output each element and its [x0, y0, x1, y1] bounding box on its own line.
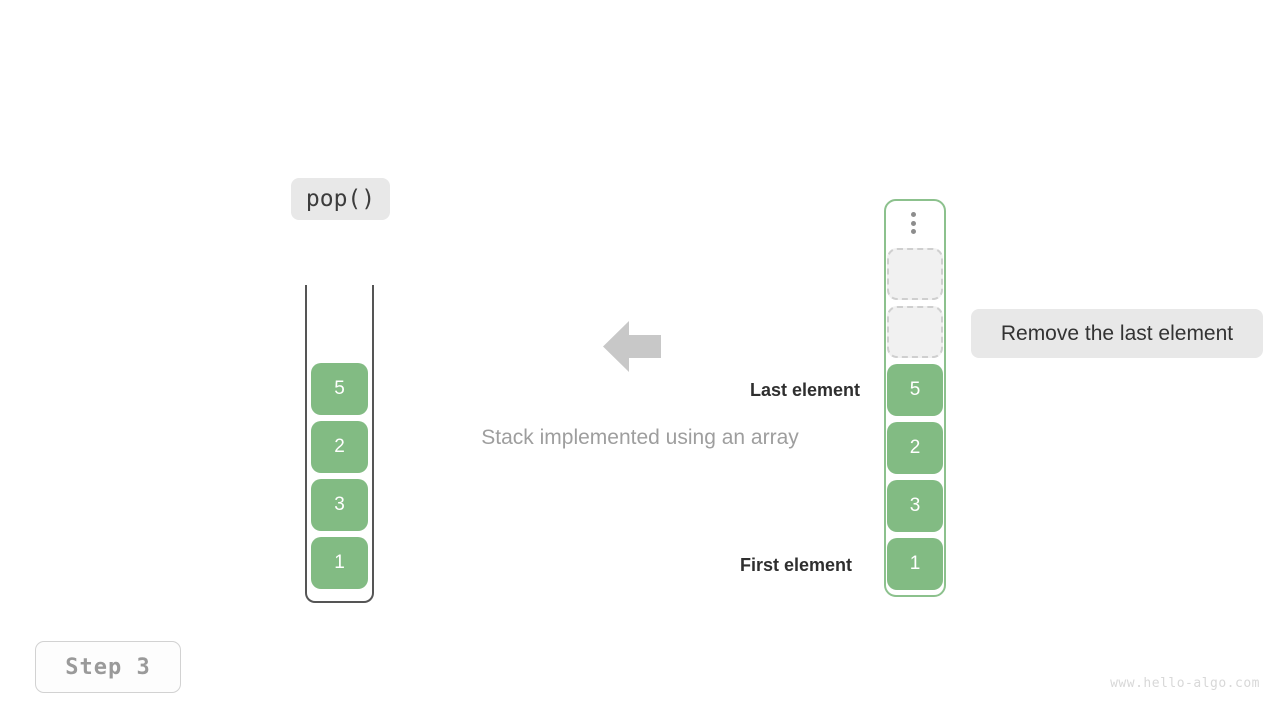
- array-cell-value: 1: [909, 553, 921, 574]
- stack-cell: 1: [311, 537, 368, 589]
- array-cell-value: 5: [909, 379, 921, 400]
- stack-cell-value: 5: [334, 378, 345, 399]
- array-cell: 3: [887, 480, 943, 532]
- diagram-caption: Stack implemented using an array: [481, 426, 799, 449]
- stack-cell-value: 2: [334, 436, 345, 457]
- ellipsis-dot: [910, 220, 916, 226]
- watermark: www.hello-algo.com: [1110, 676, 1260, 691]
- ellipsis-dot: [910, 229, 916, 234]
- ellipsis-dot: [910, 212, 916, 217]
- array-cell-list: 5 2 3 1: [887, 248, 943, 590]
- annotation-last-element: Last element: [749, 380, 860, 400]
- array-cell-empty: [887, 248, 943, 300]
- array-cell-empty: [887, 306, 943, 358]
- stack-cell-list: 5 2 3 1: [311, 363, 368, 589]
- step-badge-text: Step 3: [65, 654, 151, 680]
- stack-cell: 5: [311, 363, 368, 415]
- operation-label: pop(): [291, 178, 390, 220]
- array-cell: 5: [887, 364, 943, 416]
- stack-cell: 3: [311, 479, 368, 531]
- annotation-first-element: First element: [739, 555, 852, 575]
- note-label: Remove the last element: [971, 309, 1263, 358]
- operation-label-text: pop(): [305, 186, 376, 212]
- note-label-text: Remove the last element: [1000, 321, 1234, 345]
- arrow-left-icon: [603, 321, 661, 372]
- vertical-ellipsis-icon: [909, 212, 917, 234]
- array-cell: 1: [887, 538, 943, 590]
- array-cell: 2: [887, 422, 943, 474]
- stack-cell-value: 3: [334, 494, 345, 515]
- stack-cell: 2: [311, 421, 368, 473]
- stack-cell-value: 1: [334, 552, 345, 573]
- array-cell-value: 3: [909, 495, 921, 516]
- stack-container: [305, 285, 374, 603]
- array-cell-value: 2: [909, 437, 921, 458]
- step-badge: Step 3: [35, 641, 181, 693]
